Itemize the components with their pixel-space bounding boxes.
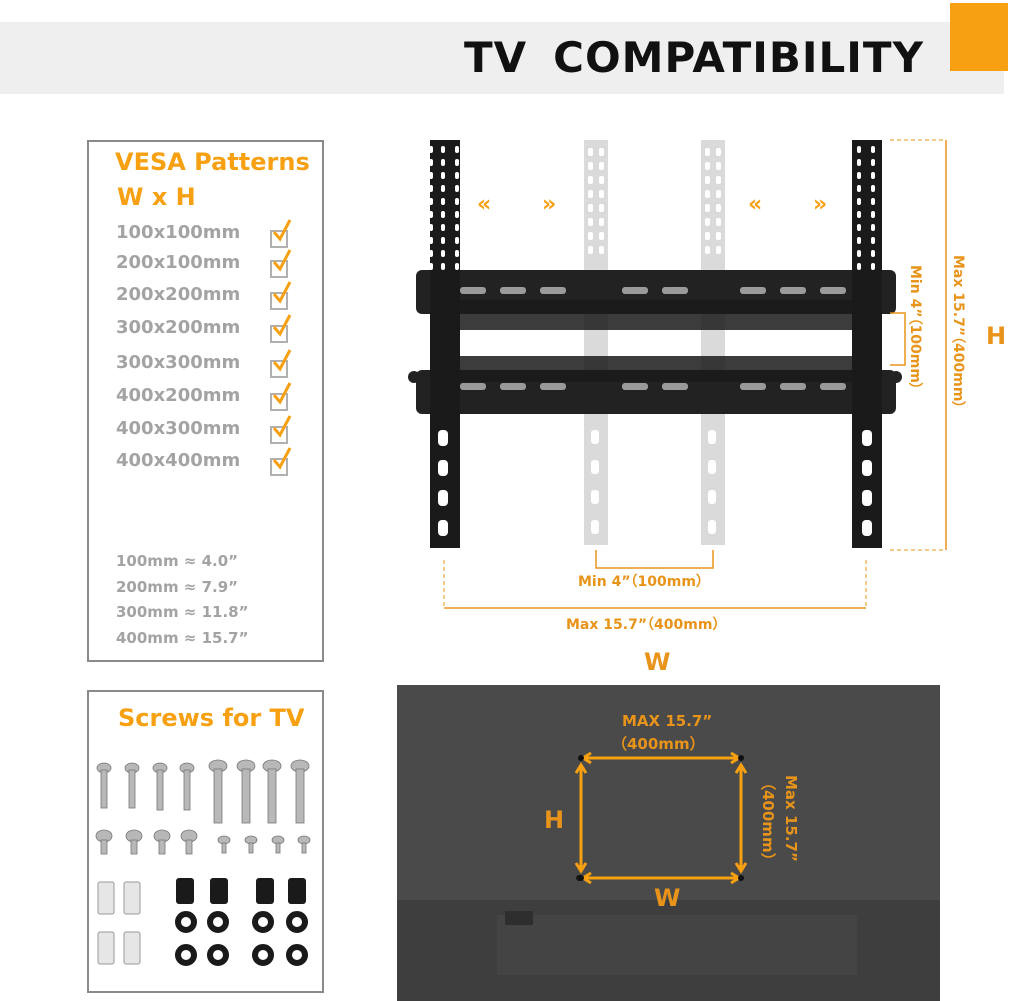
- pattern-row: 200x100mm: [116, 249, 316, 280]
- checkmark-icon: [272, 447, 292, 470]
- checkbox-icon: [270, 393, 288, 411]
- checkmark-icon: [272, 281, 292, 304]
- max-width-label: Max 15.7”（400mm）: [566, 617, 727, 633]
- pattern-label: 100x100mm: [116, 222, 241, 243]
- page-title: TV COMPATIBILITY: [0, 22, 924, 94]
- arrow-right-icon: »: [542, 192, 557, 217]
- checkbox-icon: [270, 426, 288, 444]
- pattern-label: 400x300mm: [116, 418, 241, 439]
- checkbox-icon: [270, 260, 288, 278]
- min-height-label: Min 4”（100mm）: [907, 265, 923, 397]
- tv-height-letter: H: [544, 806, 565, 834]
- checkmark-icon: [272, 249, 292, 272]
- pattern-row: 300x300mm: [116, 349, 316, 380]
- ghost-bracket-arms: [584, 140, 725, 545]
- width-letter: W: [644, 648, 671, 676]
- tv-max-width-sub: （400mm）: [612, 735, 705, 753]
- pattern-row: 400x400mm: [116, 447, 316, 478]
- checkbox-icon: [270, 458, 288, 476]
- height-letter: H: [986, 322, 1007, 350]
- pattern-label: 400x400mm: [116, 450, 241, 471]
- vesa-patterns-panel: [87, 140, 324, 662]
- checkmark-icon: [272, 382, 292, 405]
- conversion-row: 100mm ≈ 4.0”: [116, 552, 239, 570]
- accent-square: [950, 3, 1008, 71]
- pattern-label: 200x200mm: [116, 284, 241, 305]
- vesa-title: VESA Patterns: [115, 148, 310, 176]
- checkbox-icon: [270, 360, 288, 378]
- checkbox-icon: [270, 230, 288, 248]
- pattern-label: 300x200mm: [116, 317, 241, 338]
- arrow-left-icon: «: [748, 192, 763, 217]
- screws-hardware-icon: [95, 759, 311, 966]
- checkmark-icon: [272, 219, 292, 242]
- tv-back-diagram: [397, 751, 940, 1001]
- checkbox-icon: [270, 292, 288, 310]
- tv-max-height-label: Max 15.7”: [782, 775, 800, 862]
- checkmark-icon: [272, 415, 292, 438]
- arrow-right-icon: »: [813, 192, 828, 217]
- height-dimension-lines: [890, 139, 947, 551]
- pattern-row: 200x200mm: [116, 281, 316, 312]
- pattern-label: 300x300mm: [116, 352, 241, 373]
- mount-bracket-diagram: [408, 139, 947, 609]
- pattern-row: 400x200mm: [116, 382, 316, 413]
- conversion-row: 400mm ≈ 15.7”: [116, 629, 249, 647]
- checkmark-icon: [272, 314, 292, 337]
- vesa-subtitle: W x H: [117, 183, 196, 211]
- arrow-left-icon: «: [477, 192, 492, 217]
- pattern-label: 400x200mm: [116, 385, 241, 406]
- pattern-label: 200x100mm: [116, 252, 241, 273]
- pattern-row: 300x200mm: [116, 314, 316, 345]
- header-band: [0, 22, 1004, 94]
- tv-max-width-label: MAX 15.7”: [622, 712, 713, 730]
- title-word-compatibility: COMPATIBILITY: [553, 33, 924, 82]
- pattern-row: 400x300mm: [116, 415, 316, 446]
- max-height-label: Max 15.7”（400mm）: [950, 255, 966, 416]
- screws-title: Screws for TV: [118, 704, 305, 732]
- tv-width-letter: W: [654, 884, 681, 912]
- min-width-label: Min 4”（100mm）: [578, 574, 710, 590]
- pattern-row: 100x100mm: [116, 219, 316, 250]
- checkmark-icon: [272, 349, 292, 372]
- checkbox-icon: [270, 325, 288, 343]
- tv-max-height-sub: （400mm）: [759, 775, 777, 868]
- width-dimension-lines: [443, 550, 867, 609]
- wall-plate-rails: [408, 270, 902, 414]
- tv-bracket-arms: [430, 140, 882, 548]
- conversion-row: 200mm ≈ 7.9”: [116, 578, 239, 596]
- conversion-row: 300mm ≈ 11.8”: [116, 603, 249, 621]
- title-word-tv: TV: [463, 33, 528, 82]
